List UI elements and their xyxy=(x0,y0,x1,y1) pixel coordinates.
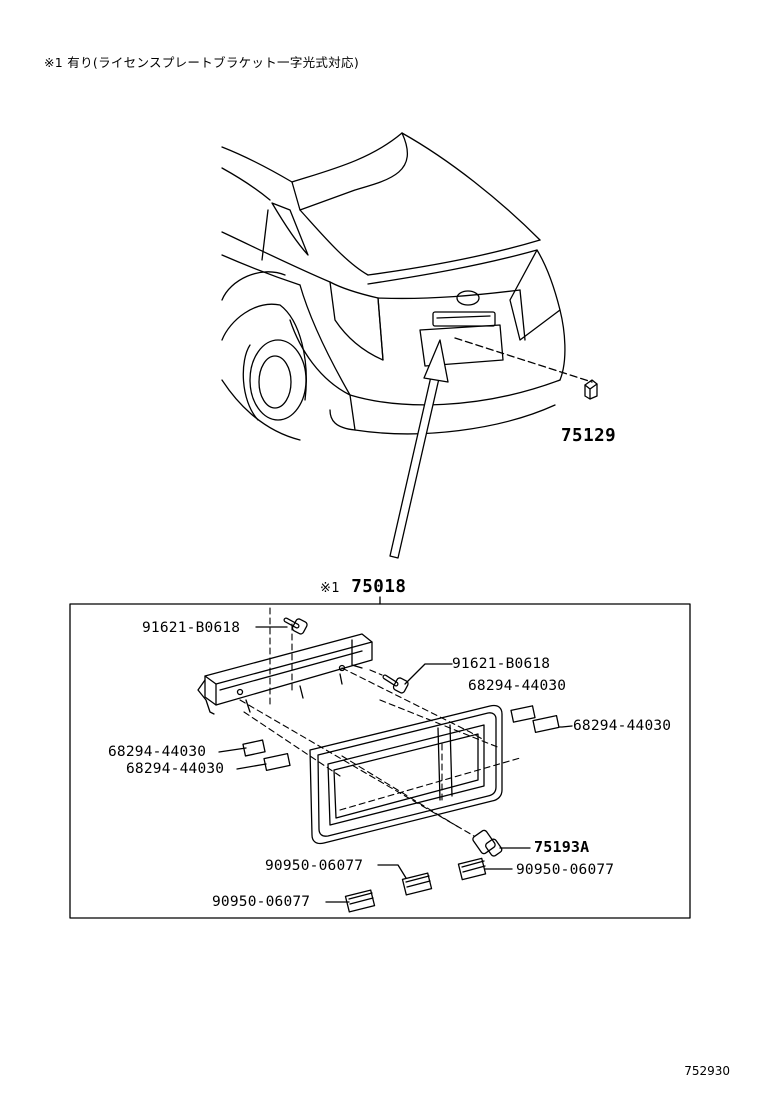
callout-bolt-left: 91621-B0618 xyxy=(142,620,241,636)
callout-75193A: 75193A xyxy=(534,838,590,856)
license-bracket xyxy=(197,633,373,715)
pad-left-b-illus xyxy=(263,752,291,772)
clip-right-illus xyxy=(457,857,487,881)
callout-75129: 75129 xyxy=(561,426,617,446)
callout-75018-group: ※1 75018 xyxy=(320,578,406,598)
part-75129-cap xyxy=(584,379,598,400)
assembly-mark: ※1 xyxy=(320,581,341,596)
callout-clip-mid: 90950-06077 xyxy=(265,858,364,874)
pad-right-a-illus xyxy=(510,705,536,723)
bolt-right-illus xyxy=(382,674,409,694)
pad-left-a-illus xyxy=(242,739,266,757)
car-rear-illustration xyxy=(221,132,566,441)
license-plate-frame xyxy=(309,704,503,845)
header-note: ※1 有り(ライセンスプレートブラケット一字光式対応) xyxy=(44,55,360,70)
location-arrow xyxy=(389,339,449,559)
callout-pad-upper-right-a: 68294-44030 xyxy=(468,678,567,694)
bolt-left-illus xyxy=(283,617,308,635)
callout-bolt-right: 91621-B0618 xyxy=(452,656,551,672)
callout-pad-upper-right-b: 68294-44030 xyxy=(573,718,672,734)
callout-pad-left-a: 68294-44030 xyxy=(108,744,207,760)
clip-bottom-illus xyxy=(344,889,376,913)
callout-75018: 75018 xyxy=(351,577,407,597)
clip-mid-illus xyxy=(401,872,433,896)
lamp-socket-illus xyxy=(472,829,503,857)
figure-number: 752930 xyxy=(684,1064,730,1078)
pad-right-b-illus xyxy=(532,714,560,734)
callout-pad-left-b: 68294-44030 xyxy=(126,761,225,777)
callout-clip-bottom: 90950-06077 xyxy=(212,894,311,910)
callout-clip-right: 90950-06077 xyxy=(516,862,615,878)
